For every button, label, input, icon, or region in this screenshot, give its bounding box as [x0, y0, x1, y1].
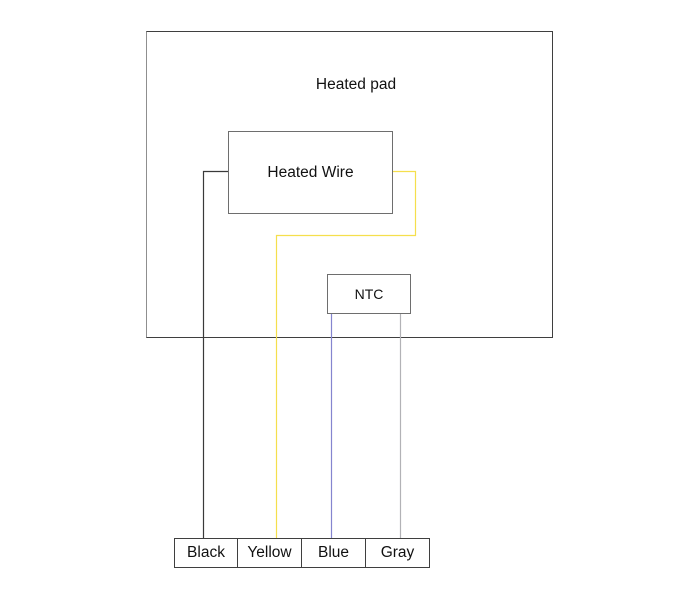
heated-wire-label: Heated Wire [267, 163, 354, 181]
ntc-label: NTC [354, 286, 384, 302]
ntc-box: NTC [327, 274, 411, 314]
connector-cell-blue: Blue [301, 538, 366, 568]
heated-wire-box: Heated Wire [228, 131, 393, 214]
connector-label-yellow: Yellow [247, 544, 292, 561]
connector-cell-black: Black [174, 538, 238, 568]
connector-strip: Black Yellow Blue Gray [174, 538, 430, 568]
connector-label-black: Black [187, 544, 225, 561]
connector-label-blue: Blue [317, 544, 350, 561]
heated-pad-label: Heated pad [315, 76, 397, 93]
connector-cell-yellow: Yellow [237, 538, 302, 568]
connector-label-gray: Gray [380, 544, 415, 561]
connector-cell-gray: Gray [365, 538, 430, 568]
